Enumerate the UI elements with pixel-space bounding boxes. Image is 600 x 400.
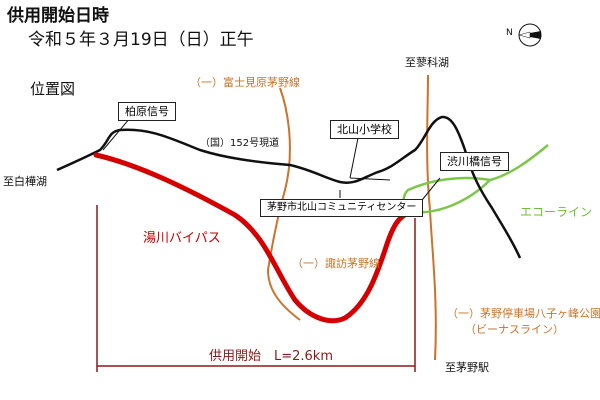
leader-kashiwabara xyxy=(102,117,131,151)
box-shibukawa-signal: 渋川橋信号 xyxy=(440,152,509,171)
location-map-title: 位置図 xyxy=(30,80,76,98)
destination-tateshina: 至蓼科湖 xyxy=(405,56,449,69)
label-venus-line: （ビーナスライン） xyxy=(465,323,564,336)
destination-shirakaba: 至白樺湖 xyxy=(3,175,47,188)
compass-letter: N xyxy=(506,28,513,38)
label-national-152: （国）152号現道 xyxy=(200,138,280,149)
yukawa-bypass-line xyxy=(93,152,415,324)
box-community-center: 茅野市北山コミュニティセンター xyxy=(260,199,424,217)
label-eco-line: エコーライン xyxy=(520,205,593,219)
venus-line xyxy=(426,74,437,361)
leader-school xyxy=(349,137,359,179)
dimension-label: 供用開始 L=2.6km xyxy=(205,350,338,363)
header-title: 供用開始日時 xyxy=(7,6,109,26)
box-kitayama-school: 北山小学校 xyxy=(330,120,399,139)
compass-icon xyxy=(518,23,542,47)
destination-chino-station: 至茅野駅 xyxy=(445,361,489,374)
national-road-152-line xyxy=(56,115,522,259)
box-kashiwabara-signal: 柏原信号 xyxy=(118,102,176,121)
label-chino-line: （一）茅野停車場八子ヶ峰公園線 xyxy=(447,307,600,320)
label-yukawa-bypass: 湯川バイパス xyxy=(143,231,221,246)
fujimi-road-line xyxy=(266,87,301,321)
leader-school-b xyxy=(349,177,391,181)
header-date: 令和５年３月19日（日）正午 xyxy=(28,30,254,50)
label-suwa-road: （一）諏訪茅野線 xyxy=(292,257,380,270)
label-fujimi-road: （一）富士見原茅野線 xyxy=(190,76,300,89)
